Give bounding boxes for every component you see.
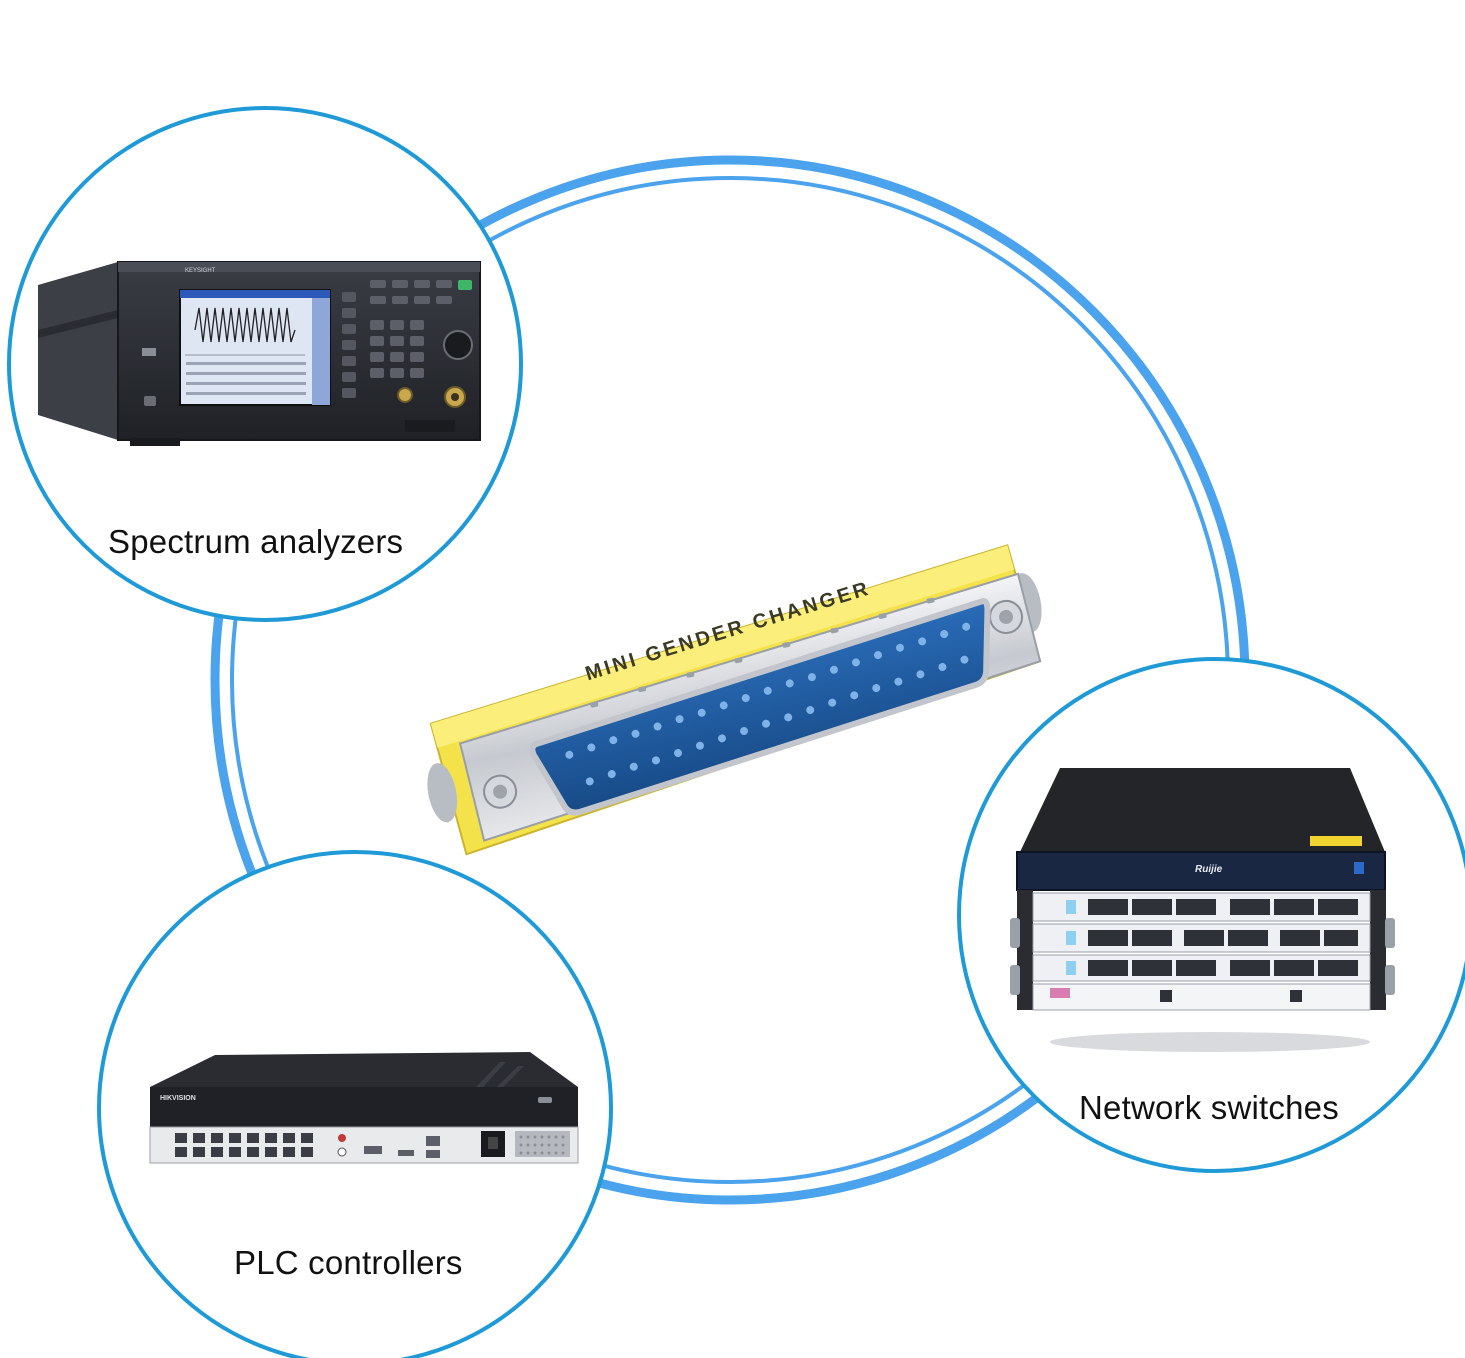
analyzer-knob [443, 330, 473, 360]
connector-pin-bed [529, 598, 991, 816]
plc-ethernet-ports [175, 1133, 313, 1157]
db37-gender-changer-image: MINI GENDER CHANGER [427, 544, 1042, 856]
label-plc-controllers: PLC controllers [234, 1244, 463, 1281]
spectrum-analyzer-image: KEYSIGHT [38, 261, 481, 446]
spectrum-analyzer-circle: KEYSIGHT [7, 106, 523, 622]
analyzer-waveform [194, 307, 296, 343]
plc-controller-image: HIKVISION [149, 1052, 579, 1164]
network-switch-circle: Ruijie [957, 657, 1465, 1173]
connector-pins [565, 622, 971, 786]
plc-brand-text: HIKVISION [160, 1095, 196, 1102]
label-spectrum-analyzers: Spectrum analyzers [108, 523, 404, 560]
analyzer-screen [179, 289, 331, 406]
network-switch-image: Ruijie [1010, 768, 1395, 1052]
label-network-switches: Network switches [1079, 1089, 1339, 1126]
plc-controller-circle: HIKVISION [97, 850, 613, 1358]
switch-brand-text: Ruijie [1195, 864, 1223, 875]
analyzer-brand-text: KEYSIGHT [185, 268, 216, 274]
